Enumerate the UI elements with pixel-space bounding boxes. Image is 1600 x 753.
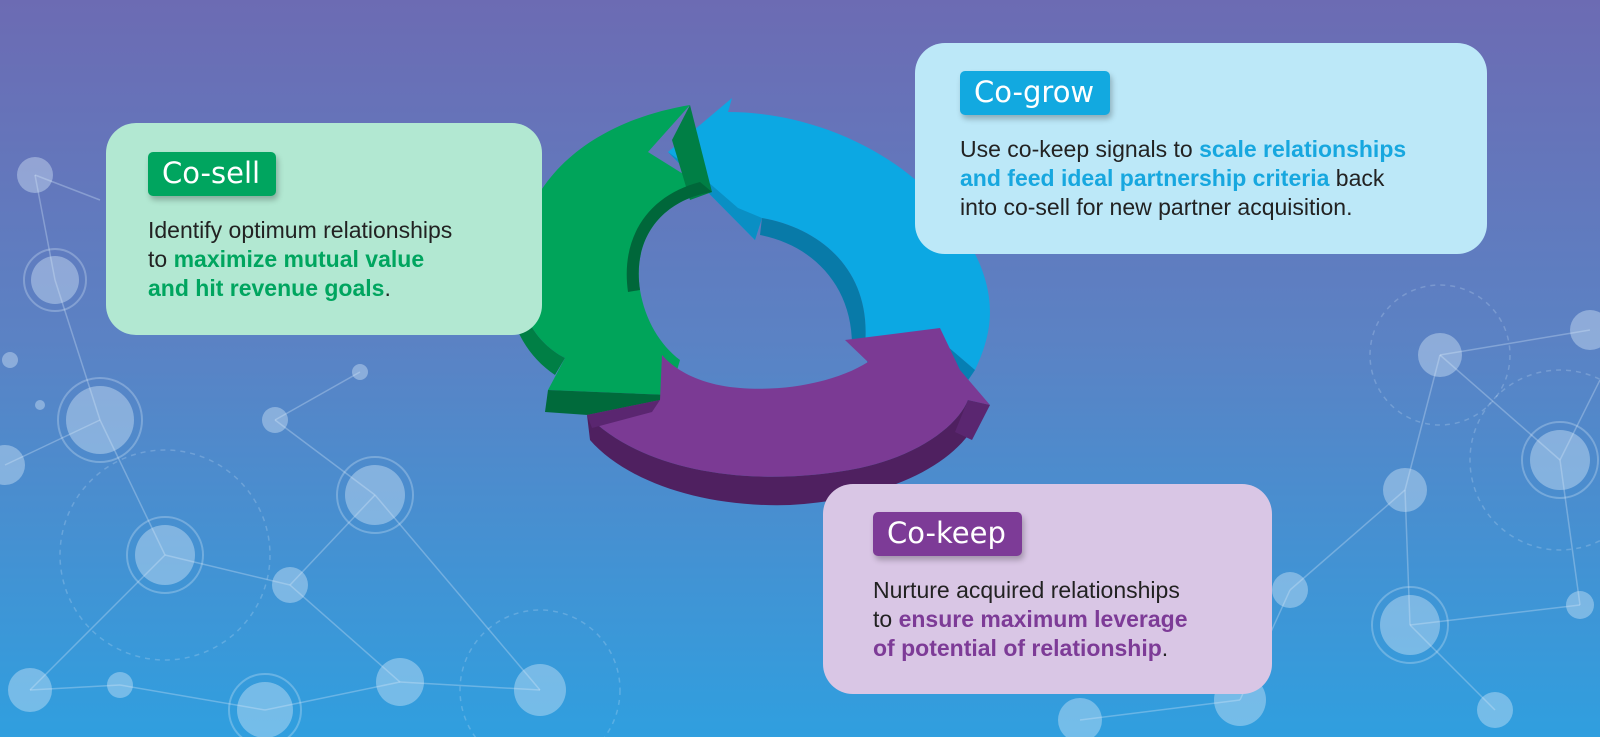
co-keep-description: Nurture acquired relationships to ensure… <box>873 576 1232 663</box>
co-grow-highlight: scale relationships and feed ideal partn… <box>960 136 1407 191</box>
co-keep-card: Co-keep Nurture acquired relationships t… <box>823 484 1272 694</box>
co-grow-text-before: Use co-keep signals to <box>960 136 1200 162</box>
co-grow-tag: Co-grow <box>960 71 1111 115</box>
co-sell-text-after: . <box>384 275 391 301</box>
co-grow-card: Co-grow Use co-keep signals to scale rel… <box>915 43 1487 254</box>
bottom-band <box>0 737 1600 753</box>
co-keep-text-after: . <box>1161 635 1169 661</box>
co-keep-tag: Co-keep <box>873 512 1022 556</box>
co-sell-description: Identify optimum relationships to maximi… <box>148 216 502 303</box>
purple-arrow <box>587 328 990 506</box>
co-sell-text-before: Identify optimum relationships to <box>148 217 453 272</box>
co-sell-highlight: maximize mutual value and hit revenue go… <box>148 246 425 301</box>
co-sell-tag: Co-sell <box>148 152 277 196</box>
co-keep-highlight: ensure maximum leverage of potential of … <box>873 606 1188 661</box>
co-grow-text-after: back into co-sell for new partner acquis… <box>960 165 1385 220</box>
co-keep-text-before: Nurture acquired relationships to <box>873 577 1180 632</box>
co-grow-description: Use co-keep signals to scale relationshi… <box>960 135 1447 222</box>
co-sell-card: Co-sell Identify optimum relationships t… <box>106 123 542 335</box>
